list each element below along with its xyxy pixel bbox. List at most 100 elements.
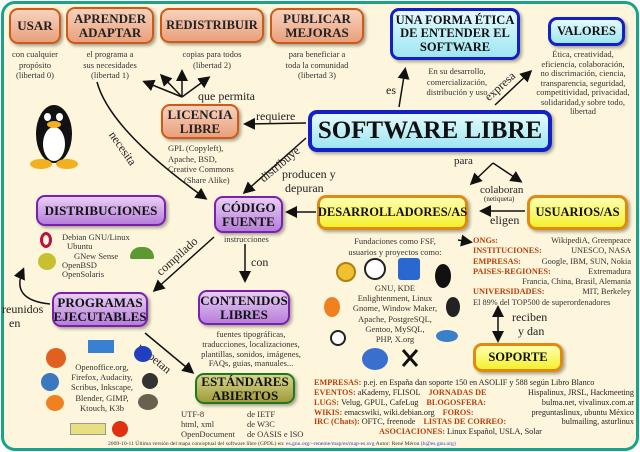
- footer-email[interactable]: (h@es.gnu.org): [420, 441, 456, 447]
- arrow-es: [397, 67, 410, 108]
- tux-small-icon: [435, 264, 451, 288]
- footer-link[interactable]: es.gnu.org/~reneme/map/es/map-es.svg: [285, 441, 375, 447]
- desarrolladores-title: DESARROLLADORES/AS: [317, 204, 468, 219]
- inkscape-icon: [142, 373, 158, 389]
- soporte-row: EMPRESAS: p.ej. en España dan soporte 15…: [314, 378, 595, 387]
- licencia-box[interactable]: LICENCIA LIBRE: [161, 104, 239, 139]
- firefox-icon: [46, 348, 66, 368]
- valores-box[interactable]: VALORES: [548, 17, 625, 46]
- aprender-title: APRENDER ADAPTAR: [73, 10, 147, 40]
- soporte-title: SOPORTE: [488, 349, 548, 364]
- software-libre-title: SOFTWARE LIBRE: [317, 116, 543, 144]
- usuarios-box[interactable]: USUARIOS/AS: [527, 195, 628, 230]
- arrow-compilado: [152, 236, 215, 293]
- gnu-icon: [364, 258, 386, 280]
- label-requiere: requiere: [256, 109, 296, 123]
- publicar-title: PUBLICAR MEJORAS: [283, 11, 351, 40]
- openoffice-icon: [88, 340, 114, 353]
- contenidos-box[interactable]: CONTENIDOS LIBRES: [198, 290, 290, 325]
- gnome-project-icon: [336, 262, 356, 282]
- desarrolladores-desc: Fundaciones como FSF,usuarios y proyecto…: [348, 236, 442, 257]
- label-para: para: [454, 155, 473, 167]
- mysql-dolphin-icon: [436, 330, 458, 342]
- usuarios-row: PAISES-REGIONES:Extremadura: [473, 266, 631, 276]
- arrow-necesita: [96, 81, 208, 200]
- debian-icon: [40, 232, 52, 248]
- label-reunidos: reunidos: [2, 302, 44, 316]
- publicar-box[interactable]: PUBLICAR MEJORAS: [270, 8, 364, 44]
- distribuciones-title: DISTRIBUCIONES: [44, 202, 158, 218]
- usuarios-row: UNIVERSIDADES:MIT, Berkeley: [473, 287, 631, 297]
- footer: 2009-10-11 Última versión del mapa conce…: [108, 441, 456, 447]
- gimp-icon: [138, 394, 158, 410]
- arrow-requiere: [243, 117, 307, 130]
- etica-desc: En su desarrollo,comercialización,distri…: [426, 66, 488, 98]
- scribus-icon: [41, 373, 59, 391]
- distribuciones-box[interactable]: DISTRIBUCIONES: [36, 195, 166, 226]
- footer-text: 2009-10-11 Última versión del mapa conce…: [108, 441, 285, 447]
- label-depuran: depuran: [285, 181, 324, 195]
- audacity-icon: [134, 346, 152, 362]
- estandares-box[interactable]: ESTÁNDARES ABIERTOS: [195, 373, 295, 404]
- label-es: es: [386, 83, 396, 97]
- label-producen: producen y: [282, 167, 336, 181]
- redistribuir-box[interactable]: REDISTRIBUIR: [160, 8, 264, 43]
- usuarios-row: EMPRESAS:Google, IBM, SUN, Nokia: [473, 256, 631, 266]
- label-que-permita: que permita: [198, 89, 255, 103]
- arrow-expresa: [494, 69, 533, 106]
- etica-box[interactable]: UNA FORMA ÉTICA DE ENTENDER EL SOFTWARE: [390, 8, 520, 60]
- soporte-box[interactable]: SOPORTE: [473, 343, 563, 372]
- codigo-title: CÓDIGO FUENTE: [221, 199, 276, 229]
- software-libre-box[interactable]: SOFTWARE LIBRE: [308, 110, 552, 152]
- redistribuir-desc: copias para todos(libertad 2): [182, 49, 242, 70]
- desarrolladores-box[interactable]: DESARROLLADORES/AS: [317, 195, 468, 230]
- blender-icon: [46, 395, 64, 411]
- usuarios-row: INSTITUCIONES:UNESCO, NASA: [473, 246, 631, 256]
- arrow-aprender: [159, 73, 183, 98]
- usuarios-row: Francia, China, Brasil, Alemania: [522, 277, 631, 287]
- label-en: en: [9, 316, 21, 330]
- programas-box[interactable]: PROGRAMAS EJECUTABLES: [52, 292, 148, 327]
- codigo-desc: instrucciones: [224, 234, 269, 244]
- gnewsense-icon: [130, 247, 154, 259]
- gimp-foot-icon: [324, 297, 340, 317]
- arrow-reunidos: [13, 267, 51, 305]
- label-eligen: eligen: [490, 213, 520, 227]
- programas-list: Openoffice.org,Firefox, Audacity,Scribus…: [70, 362, 134, 413]
- valores-title: VALORES: [557, 23, 616, 38]
- tux-penguin-icon: [28, 105, 80, 170]
- contenidos-title: CONTENIDOS LIBRES: [200, 292, 288, 322]
- php-elephant-icon: [362, 348, 388, 370]
- arrow-distribuye: [242, 137, 307, 194]
- valores-desc: Ética, creatividad,eficiencia, colaborac…: [536, 49, 630, 117]
- usar-title: USAR: [17, 18, 53, 34]
- usar-box[interactable]: USAR: [9, 8, 61, 44]
- label-con: con: [251, 255, 269, 269]
- usuarios-row: ONGs:WikipediA, Greenpeace: [473, 236, 631, 245]
- label-reciben: reciben: [512, 310, 548, 324]
- arrow-respetan: [144, 332, 195, 374]
- soporte-list: EMPRESAS: p.ej. en España dan soporte 15…: [314, 378, 634, 437]
- contenidos-desc: fuentes tipográficas,traducciones, local…: [201, 329, 301, 369]
- footer-autor: Autor: René Mérou: [375, 441, 420, 447]
- licencia-desc: GPL (Copyleft),Apache, BSD,Creative Comm…: [168, 143, 234, 185]
- arrow-publicar: [181, 76, 211, 98]
- redistribuir-title: REDISTRIBUIR: [166, 17, 258, 32]
- xorg-icon: [400, 348, 420, 368]
- label-colaboran: colaboran: [480, 184, 524, 196]
- aprender-box[interactable]: APRENDER ADAPTAR: [66, 7, 154, 44]
- kde-icon: [398, 258, 420, 280]
- etica-title: UNA FORMA ÉTICA DE ENTENDER EL SOFTWARE: [395, 13, 515, 54]
- estandares-title: ESTÁNDARES ABIERTOS: [201, 373, 289, 403]
- codigo-fuente-box[interactable]: CÓDIGO FUENTE: [214, 196, 283, 233]
